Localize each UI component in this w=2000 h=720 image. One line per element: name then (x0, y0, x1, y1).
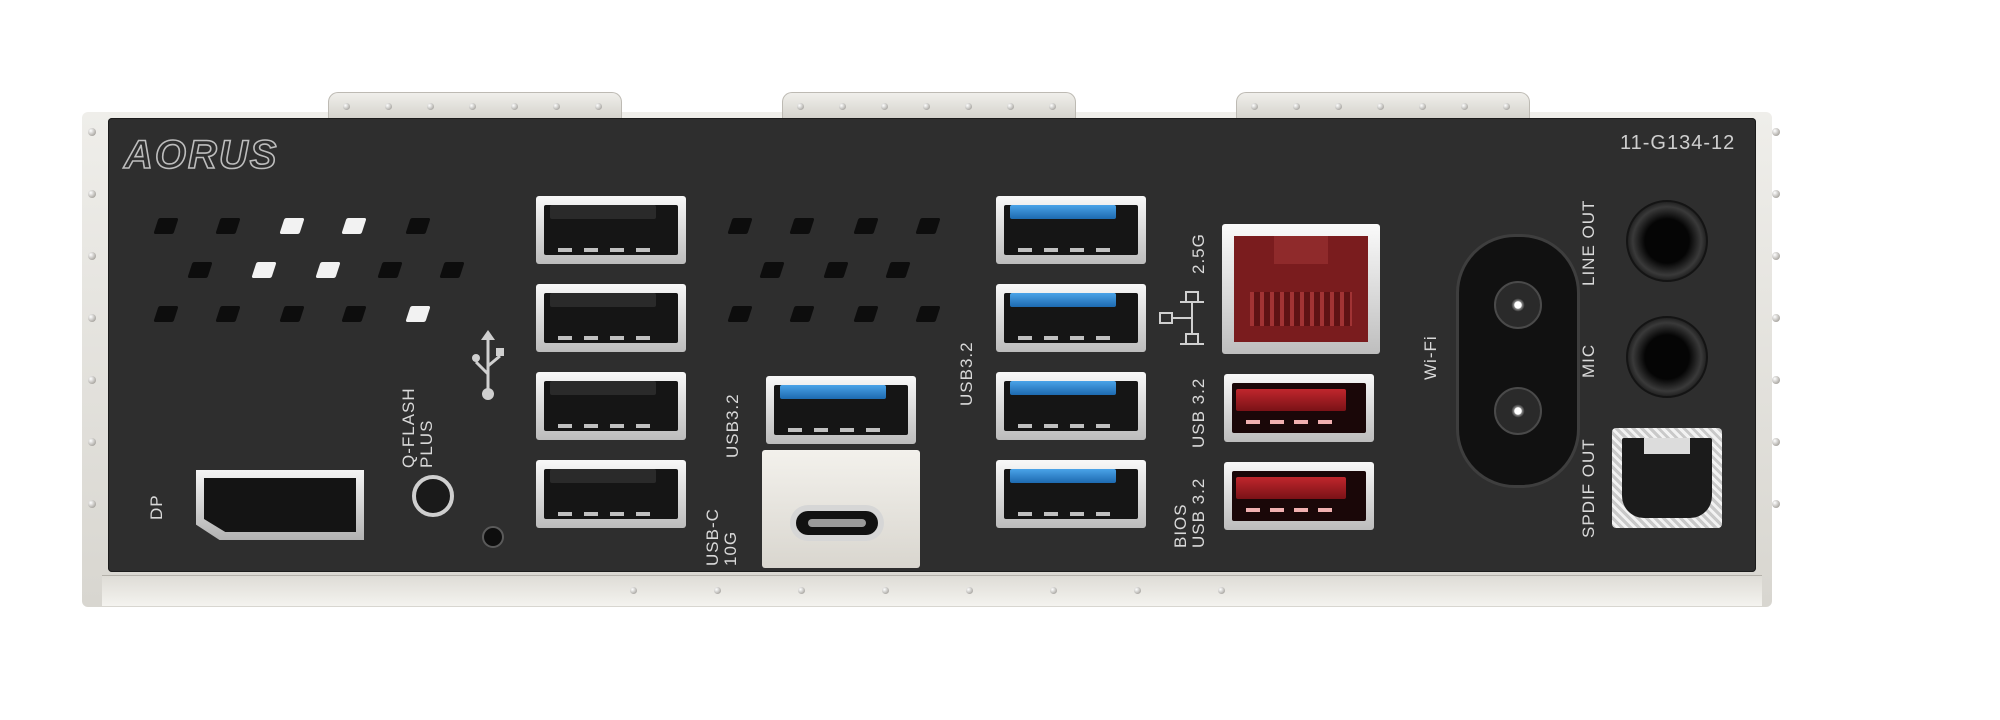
usb-a-port-1[interactable] (536, 196, 686, 264)
usb-c-port[interactable] (790, 505, 884, 541)
bios-usb-label: BIOS USB 3.2 (1171, 477, 1208, 548)
line-out-jack[interactable] (1626, 200, 1708, 282)
usb3-port-3[interactable] (996, 372, 1146, 440)
aorus-logo: AORUS (122, 134, 278, 176)
wifi-antenna-module (1456, 234, 1580, 488)
usb32-left-label: USB3.2 (723, 393, 742, 458)
mic-jack[interactable] (1626, 316, 1708, 398)
qflash-plus-button[interactable] (412, 475, 454, 517)
usb-a-blue-top-usbc[interactable] (766, 376, 916, 444)
shield-bottom-rail (102, 575, 1762, 606)
usb32-mid-label: USB3.2 (957, 341, 976, 406)
clear-cmos-hole[interactable] (482, 526, 504, 548)
network-icon (1159, 291, 1204, 345)
wifi-antenna-connector-1[interactable] (1494, 281, 1542, 329)
ethernet-port[interactable] (1222, 224, 1380, 354)
spdif-label: SPDIF OUT (1579, 438, 1598, 538)
model-code: 11-G134-12 (1620, 132, 1736, 154)
wifi-antenna-connector-2[interactable] (1494, 387, 1542, 435)
usb-a-port-4[interactable] (536, 460, 686, 528)
usb3-port-2[interactable] (996, 284, 1146, 352)
usb3-port-1[interactable] (996, 196, 1146, 264)
shield-tab-middle (782, 92, 1076, 123)
usb32-red-label: USB 3.2 (1189, 377, 1208, 448)
bios-usb-port[interactable] (1224, 462, 1374, 530)
usb-a-port-3[interactable] (536, 372, 686, 440)
wifi-label: Wi-Fi (1421, 335, 1440, 380)
displayport[interactable] (196, 470, 364, 540)
usb3-port-4[interactable] (996, 460, 1146, 528)
shield-tab-right (1236, 92, 1530, 123)
spdif-out-port[interactable] (1612, 428, 1722, 528)
line-out-label: LINE OUT (1579, 199, 1598, 286)
usbc-label: USB-C 10G (703, 508, 740, 566)
mic-label: MIC (1579, 343, 1598, 378)
usb-a-port-2[interactable] (536, 284, 686, 352)
usb-icon (472, 330, 504, 400)
usb32-red-port[interactable] (1224, 374, 1374, 442)
dp-label: DP (147, 494, 166, 520)
qflash-label: Q-FLASH PLUS (399, 387, 436, 468)
shield-tab-left (328, 92, 622, 123)
svg-text:AORUS: AORUS (123, 134, 278, 176)
lan-speed-label: 2.5G (1189, 233, 1208, 274)
